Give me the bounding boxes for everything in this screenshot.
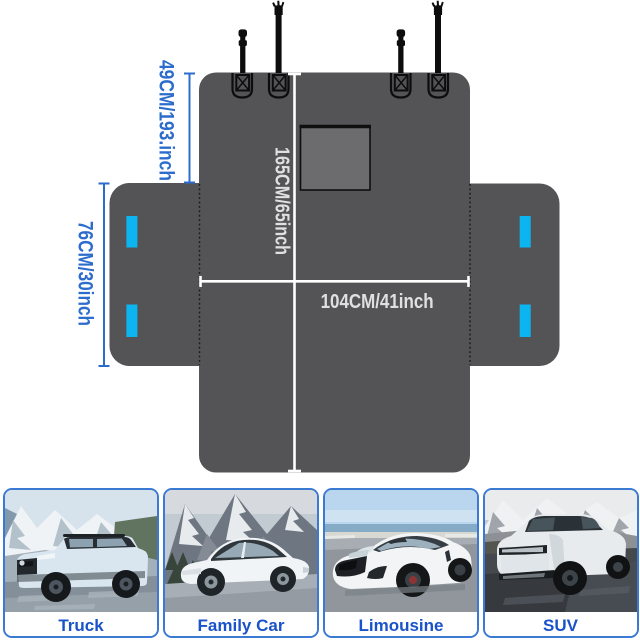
svg-text:49CM/193.inch: 49CM/193.inch [155, 60, 178, 181]
svg-text:165CM/65inch: 165CM/65inch [271, 147, 293, 255]
svg-text:76CM/30inch: 76CM/30inch [74, 221, 97, 326]
svg-text:104CM/41inch: 104CM/41inch [321, 291, 434, 313]
